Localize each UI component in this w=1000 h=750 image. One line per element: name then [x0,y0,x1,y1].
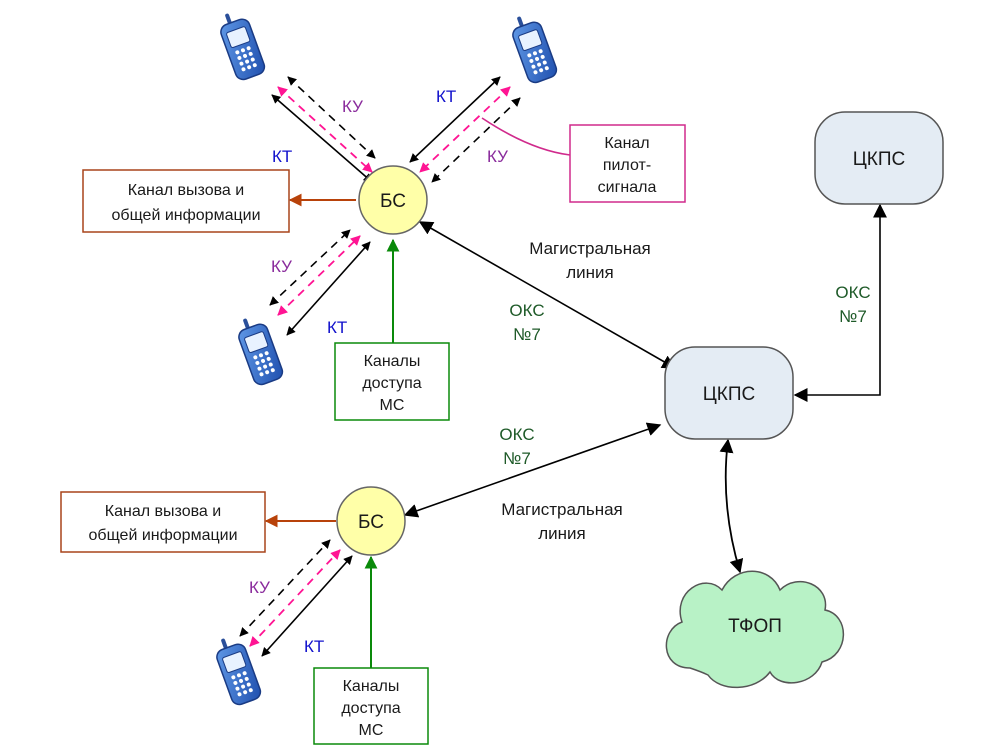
node-label: ЦКПС [703,384,756,405]
access-channels-box-bottom: Каналы доступа МС [313,667,429,745]
ku-label: КУ [342,97,363,116]
oks-label: ОКС [509,301,544,320]
mobile-phone-icon [232,311,286,388]
mobile-phone-icon [506,9,560,86]
box-line: Канал [604,135,649,152]
box-line: пилот- [603,157,651,174]
trunk-label: Магистральная [529,239,651,258]
node-label: ТФОП [728,616,782,637]
trunk-label: линия [538,524,586,543]
box-line: МС [380,397,405,414]
pilot-pointer [481,117,571,156]
box-line: Канал вызова и [128,182,244,199]
ku-pilot-link [249,549,341,647]
ku-pilot-link [419,86,511,173]
trunk-line-top [418,221,677,369]
box-line: общей информации [112,207,261,224]
oks-label: ОКС [499,425,534,444]
ku-label: КУ [271,257,292,276]
node-label: БС [358,512,384,533]
msc-main: ЦКПС [664,346,794,440]
ku-label: КУ [487,147,508,166]
pstn-cloud: ТФОП [665,570,845,689]
broadcast-channel-box-top: Канал вызова и общей информации [82,169,290,233]
ku-pilot-link [277,86,373,173]
kt-link [261,555,353,657]
ku-link [431,97,521,183]
broadcast-channel-box-bottom: Канал вызова и общей информации [60,491,266,553]
box-line: доступа [362,375,421,392]
box-line: доступа [341,700,400,717]
kt-label: КТ [327,318,347,337]
box-line: общей информации [89,527,238,544]
mobile-phone-icon [210,631,264,708]
box-line: Канал вызова и [105,503,221,520]
box-line: МС [359,722,384,739]
trunk-label: Магистральная [501,500,623,519]
box-line: сигнала [598,179,657,196]
box-line: Каналы [343,678,400,695]
oks-label: №7 [503,449,531,468]
oks-label: ОКС [835,283,870,302]
trunk-label: линия [566,263,614,282]
pilot-channel-box: Канал пилот- сигнала [569,124,686,203]
cloud-icon [665,570,845,689]
oks-label: №7 [839,307,867,326]
access-channels-box-top: Каналы доступа МС [334,342,450,421]
kt-label: КТ [272,147,292,166]
oks-label: №7 [513,325,541,344]
oks-link-right [793,203,887,402]
base-station-top: БС [358,165,428,235]
box-line: Каналы [364,353,421,370]
msc-top: ЦКПС [814,111,944,205]
mobile-phone-icon [214,6,268,83]
pstn-link [719,438,744,574]
kt-label: КТ [304,637,324,656]
kt-label: КТ [436,87,456,106]
base-station-bottom: БС [336,486,406,556]
node-label: БС [380,191,406,212]
ku-label: КУ [249,578,270,597]
kt-link [286,241,371,336]
trunk-line-bottom [403,422,662,518]
node-label: ЦКПС [853,149,906,170]
